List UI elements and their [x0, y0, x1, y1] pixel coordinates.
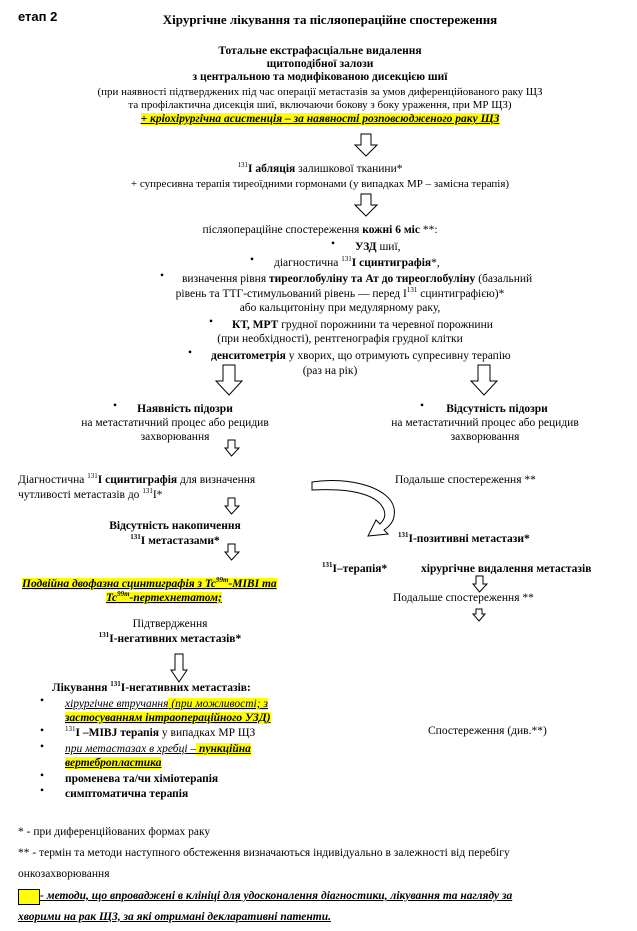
arrow-down-2: [353, 193, 379, 217]
surgery-line-3: з центральною та модифікованою дисекцією…: [192, 71, 448, 83]
bullet: •: [209, 316, 214, 328]
surgical-removal-metastases: хірургічне видалення метастазів: [421, 563, 592, 575]
bullet: •: [250, 254, 255, 266]
surgery-line-4: (при наявності підтверджених під час опе…: [97, 86, 543, 98]
followup-item-ultrasound: УЗД шиї,: [355, 241, 401, 253]
bullet: •: [40, 741, 45, 753]
arrow-down-small-4: [472, 575, 488, 593]
bullet: •: [420, 400, 425, 412]
bullet: •: [40, 725, 45, 737]
confirmation-line-2: 131I-негативних метастазів*: [98, 631, 242, 645]
treatment-item-radiation: променева та/чи хіміотерапія: [65, 773, 219, 785]
followup-item-densitometry: денситометрія у хворих, що отримують суп…: [211, 350, 511, 362]
arrow-down-small-1: [224, 439, 240, 457]
bullet: •: [160, 270, 165, 282]
iodine-therapy: 131I–терапія*: [322, 561, 388, 575]
ablation-line-2: + супресивна терапія тиреоїдними гормона…: [130, 178, 510, 190]
treatment-item-vertebroplasty: при метастазах в хребці – пункційна: [65, 743, 251, 755]
bullet: •: [188, 347, 193, 359]
suspicion-present-title: Наявність підозри: [137, 403, 233, 415]
further-observation-2: Подальше спостереження **: [393, 592, 534, 604]
legend-highlight-swatch: [18, 889, 40, 905]
treatment-item-surgery: хірургічне втручання (при можливості; з: [65, 698, 268, 710]
followup-intro: післяопераційне спостереження кожні 6 мі…: [202, 224, 438, 236]
suspicion-absent-line-2: на метастатичний процес або рецидив: [391, 417, 579, 429]
diagnostic-scintigraphy-line-1: Діагностична 131I сцинтиграфія для визна…: [18, 472, 256, 486]
arrow-down-small-3: [224, 543, 240, 561]
followup-item-thyroglobulin-line-3: або кальцитоніну при медулярному раку,: [239, 302, 441, 314]
followup-item-densitometry-line-2: (раз на рік): [302, 365, 358, 377]
bullet: •: [331, 238, 336, 250]
footnote-1: * - при диференційованих формах раку: [18, 826, 211, 838]
surgery-line-5: та профілактична дисекція шиї, включаючи…: [128, 99, 512, 111]
followup-item-thyroglobulin-line-2: рівень та ТТГ-стимульований рівень — пер…: [175, 286, 505, 300]
followup-item-thyroglobulin: визначення рівня тиреоглобуліну та Ат до…: [182, 273, 533, 285]
observation: Спостереження (див.**): [428, 725, 547, 737]
bullet: •: [40, 785, 45, 797]
footnote-2: ** - термін та методи наступного обстеже…: [18, 847, 510, 859]
diagnostic-scintigraphy-line-2: чутливості метастазів до 131I*: [18, 487, 163, 501]
bullet: •: [40, 770, 45, 782]
arrow-down-left: [215, 364, 243, 396]
arrow-down-1: [353, 133, 379, 157]
footnote-2-line-2: онкозахворювання: [18, 868, 110, 880]
suspicion-present-line-2: на метастатичний процес або рецидив: [81, 417, 269, 429]
followup-item-scintigraphy: діагностична 131I сцинтиграфія*,: [274, 255, 440, 269]
cryosurgery-highlight: + кріохірургічна асистенція – за наявнос…: [140, 113, 500, 125]
suspicion-present-line-3: захворювання: [140, 431, 210, 443]
confirmation-line-1: Підтвердження: [132, 618, 208, 630]
followup-item-ct: КТ, МРТ грудної порожнини та черевної по…: [232, 319, 493, 331]
treatment-heading: Лікування 131I-негативних метастазів:: [52, 680, 251, 694]
bullet: •: [113, 400, 118, 412]
legend-text: - методи, що впроваджені в клініці для у…: [40, 890, 513, 902]
arrow-down-small-5: [472, 608, 486, 622]
no-accumulation-line-1: Відсутність накопичення: [109, 520, 241, 532]
further-observation-1: Подальше спостереження **: [395, 474, 536, 486]
followup-item-ct-line-2: (при необхідності), рентгенографія грудн…: [217, 333, 463, 345]
suspicion-absent-title: Відсутність підозри: [446, 403, 548, 415]
bullet: •: [40, 695, 45, 707]
no-accumulation-line-2: 131I метастазами*: [130, 533, 220, 547]
arrow-down-small-2: [224, 497, 240, 515]
treatment-item-surgery-line-2: застосуванням інтраопераційного УЗД): [65, 712, 271, 724]
treatment-item-symptomatic: симптоматична терапія: [65, 788, 189, 800]
surgery-line-1: Тотальне екстрафасціальне видалення: [218, 45, 422, 57]
curved-arrow: [311, 479, 395, 537]
treatment-item-vertebroplasty-line-2: вертебропластика: [65, 757, 162, 769]
suspicion-absent-line-3: захворювання: [450, 431, 520, 443]
ablation-line-1: 131I абляція залишкової тканини*: [237, 161, 403, 175]
arrow-down-right: [470, 364, 498, 396]
double-scintigraphy-line-2: Tc99m-пертехнетатом;: [106, 590, 222, 604]
arrow-down-treatment: [170, 653, 188, 683]
positive-metastases: 131I-позитивні метастази*: [398, 531, 530, 545]
treatment-item-mibj: 131I –MIBJ терапія у випадках МР ЩЗ: [65, 725, 256, 739]
double-scintigraphy-line-1: Подвійна двофазна сцинтиграфія з Tc99m-M…: [22, 576, 277, 590]
surgery-line-2: щитоподібної залози: [266, 58, 374, 70]
legend-text-line-2: хворими на рак ЩЗ, за які отримані декла…: [18, 911, 331, 923]
page-title: Хірургічне лікування та післяопераційне …: [162, 12, 498, 27]
stage-label: етап 2: [18, 9, 58, 24]
